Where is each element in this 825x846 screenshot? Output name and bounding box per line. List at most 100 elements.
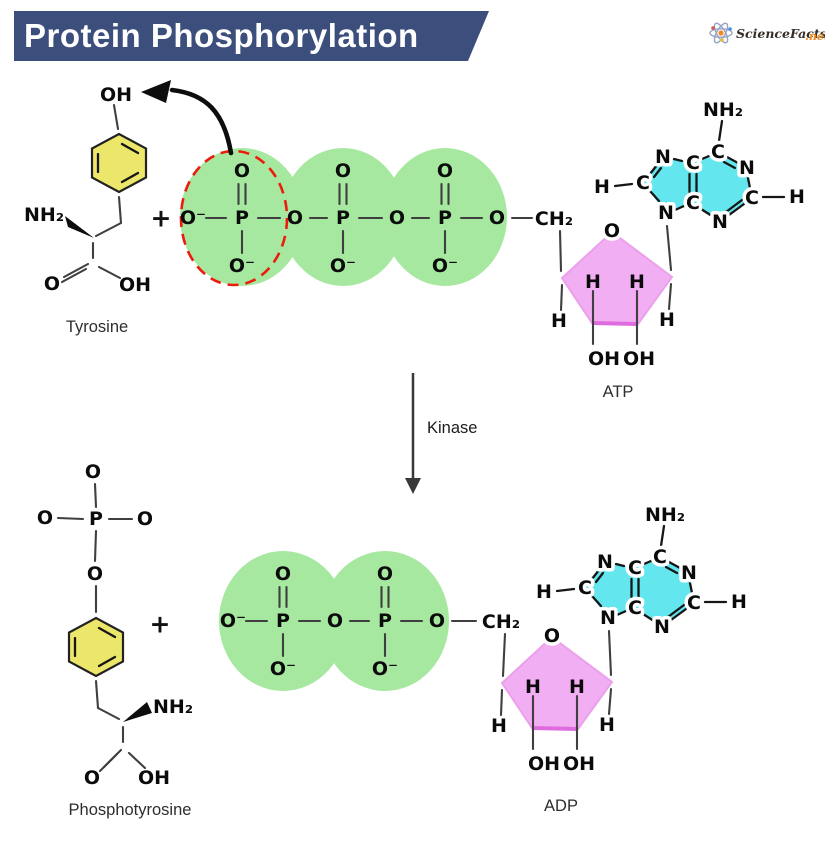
adp-ribose xyxy=(491,625,615,775)
bond xyxy=(613,182,634,188)
bond xyxy=(699,207,714,218)
atom-label-o: O xyxy=(489,207,505,229)
atom-label-o: O xyxy=(327,610,343,632)
atom-label-p: P xyxy=(235,207,249,229)
atom-icon xyxy=(709,22,733,44)
ribose-bottom-edge xyxy=(591,321,639,326)
molecule-tyrosine: OH NH₂ O OH Tyrosine xyxy=(24,84,151,336)
atom-label-n: N xyxy=(712,211,728,233)
atom-label-n: N xyxy=(739,157,755,179)
atom-label-h: H xyxy=(594,176,610,198)
atom-label-oh: OH xyxy=(138,767,170,789)
bond xyxy=(672,157,684,163)
double-bond xyxy=(727,202,746,217)
bond xyxy=(501,632,507,678)
atom-label-h: H xyxy=(551,310,567,332)
atom-label-oh: OH xyxy=(588,348,620,370)
reaction-arrowhead xyxy=(405,478,421,494)
atp-ribose: O H H OH OH H H xyxy=(551,217,675,371)
double-bond xyxy=(120,142,140,155)
kinase-reaction: Kinase xyxy=(405,373,477,494)
glycosidic-bond xyxy=(665,224,673,272)
atom-label-c: C xyxy=(686,152,700,174)
ribose-pentagon xyxy=(560,230,674,326)
atom-label-nh2: NH₂ xyxy=(703,99,743,121)
benzene-hexagon xyxy=(90,132,148,194)
molecule-adp: O⁻ O O CH₂ ADP xyxy=(220,504,747,815)
atom-label-h: H xyxy=(789,186,805,208)
purine-pentagon xyxy=(643,157,693,213)
atp-phosphate-chain: O⁻ O O O CH₂ xyxy=(180,207,573,273)
tyrosine-label: Tyrosine xyxy=(66,318,128,336)
atom-label-c: C xyxy=(636,172,650,194)
plus-sign: + xyxy=(151,204,172,233)
atom-label-o: O xyxy=(84,767,100,789)
atom-label-oh: OH xyxy=(623,348,655,370)
bond xyxy=(717,119,724,143)
phosphotyrosine-ring xyxy=(67,616,125,678)
double-bond xyxy=(722,160,737,170)
atom-label-ch2: CH₂ xyxy=(535,208,573,230)
bond xyxy=(559,283,564,312)
bond xyxy=(56,516,85,521)
atom-label-oh: OH xyxy=(100,84,132,106)
molecule-phosphotyrosine: O O P O O NH₂ O OH Phosphotyrosine xyxy=(37,461,193,819)
plus-sign: + xyxy=(150,610,171,639)
atom-label-n: N xyxy=(655,146,671,168)
brand-name: ScienceFacts xyxy=(736,26,825,41)
double-bond xyxy=(120,171,140,184)
atom-label-o-minus: O⁻ xyxy=(220,610,246,632)
atom-label-oh: OH xyxy=(119,274,151,296)
atom-label-n: N xyxy=(658,202,674,224)
atom-label-h: H xyxy=(659,309,675,331)
atom-label-o: O xyxy=(85,461,101,483)
adp-adenine xyxy=(536,504,747,638)
bond xyxy=(648,189,661,203)
atom-label-h: H xyxy=(585,271,601,293)
atom-label-o: O xyxy=(137,508,153,530)
atp-label: ATP xyxy=(603,383,634,401)
atom-label-o: O xyxy=(604,220,620,242)
brand-suffix: .net xyxy=(805,30,825,43)
bond xyxy=(93,482,98,509)
atom-label-o-minus: O⁻ xyxy=(180,207,206,229)
double-bond xyxy=(62,262,90,279)
benzene-ring xyxy=(90,132,148,194)
atom-label-o: O xyxy=(37,507,53,529)
phosphate-transfer-arrowhead xyxy=(141,80,171,103)
bond xyxy=(558,229,563,273)
atom-label-p: P xyxy=(89,508,103,530)
phosphotyrosine-label: Phosphotyrosine xyxy=(69,801,192,819)
phosphate-core: O P O⁻ xyxy=(229,160,255,277)
bond xyxy=(127,751,147,770)
atom-label-h: H xyxy=(629,271,645,293)
atom-label-o: O xyxy=(429,610,445,632)
wedge-bond xyxy=(65,216,94,238)
bond xyxy=(96,706,121,721)
title-banner xyxy=(14,11,489,61)
atom-label-nh2: NH₂ xyxy=(24,204,64,226)
atom-label-nh2: NH₂ xyxy=(153,696,193,718)
atom-label-o: O xyxy=(234,160,250,182)
double-bond xyxy=(60,267,88,284)
glycosidic-bond xyxy=(607,629,613,677)
atom-label-ch2: CH₂ xyxy=(482,611,520,633)
transferred-phosphate-outline xyxy=(179,149,289,287)
adenine-base: C N C N C C N C N H H NH₂ xyxy=(594,99,805,237)
atom-label-o: O xyxy=(44,273,60,295)
page-title: Protein Phosphorylation xyxy=(24,17,419,54)
atom-label-c: C xyxy=(711,141,725,163)
highlight-bubble xyxy=(180,148,304,286)
wedge-bond xyxy=(123,702,152,722)
atom-label-c: C xyxy=(745,187,759,209)
atom-label-o-minus: O⁻ xyxy=(229,255,255,277)
bond xyxy=(700,154,711,161)
ribose-sugar: O H H OH OH H H xyxy=(551,217,675,371)
bond xyxy=(97,265,122,280)
bond xyxy=(112,103,120,131)
atp-gamma-phosphate: O P O⁻ xyxy=(229,160,255,277)
brand-logo: ScienceFacts .net xyxy=(709,22,825,44)
double-bond xyxy=(648,163,659,176)
double-bond xyxy=(652,166,663,179)
